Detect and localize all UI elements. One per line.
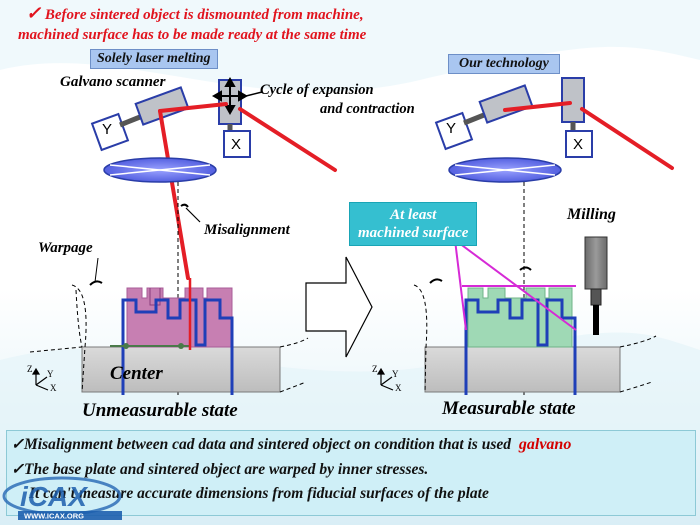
machined-surface-callout: At least machined surface <box>349 202 478 246</box>
right-sintered-part <box>462 285 577 395</box>
transition-arrow <box>305 256 373 358</box>
logo-text: iCAX <box>20 481 89 512</box>
right-lens <box>448 157 562 183</box>
right-x-motor <box>565 130 593 158</box>
right-scanner-assembly <box>434 77 593 158</box>
right-state-label: Measurable state <box>442 398 576 419</box>
left-panel-title: Solely laser melting <box>90 49 218 69</box>
left-scanner-assembly <box>90 76 263 158</box>
right-panel-title: Our technology <box>448 54 560 74</box>
right-axes-icon <box>376 367 394 391</box>
logo-url: WWW.ICAX.ORG <box>24 512 84 521</box>
right-y-motor <box>434 111 474 151</box>
right-y-label: Y <box>446 120 457 137</box>
left-y-motor <box>90 112 130 152</box>
milling-label: Milling <box>567 206 616 223</box>
left-laser-beam <box>158 102 337 280</box>
machined-surface-pointers <box>454 239 577 331</box>
right-axis-z: Z <box>372 364 378 374</box>
left-axis-z: Z <box>27 364 33 374</box>
center-label: Center <box>110 363 163 384</box>
summary-panel: ✓Misalignment between cad data and sinte… <box>6 430 696 516</box>
header-line-1: ✓ Before sintered object is dismounted f… <box>26 3 364 23</box>
left-sintered-part <box>110 278 234 395</box>
left-state-label: Unmeasurable state <box>82 400 238 421</box>
cycle-label-line-2: and contraction <box>320 101 415 117</box>
left-axes-icon <box>31 367 49 391</box>
check-icon: ✓ <box>26 3 42 23</box>
icax-logo: iCAX WWW.ICAX.ORG <box>2 476 122 521</box>
summary-line-3: It can't measure accurate dimensions fro… <box>29 485 489 502</box>
left-axis-x: X <box>50 383 57 393</box>
right-x-label: X <box>573 136 584 153</box>
right-base-plate <box>413 284 657 393</box>
header-line-2: machined surface has to be made ready at… <box>18 27 367 43</box>
machined-callout-line-2: machined surface <box>358 225 469 241</box>
galvano-emphasis: galvano <box>518 436 572 453</box>
machined-callout-line-1: At least <box>390 207 437 223</box>
summary-check-icon-1: ✓ <box>11 436 24 453</box>
right-laser-beam <box>503 101 674 170</box>
left-x-motor <box>223 130 251 158</box>
left-axis-y: Y <box>47 369 54 379</box>
right-axis-x: X <box>395 383 402 393</box>
misalignment-label: Misalignment <box>204 222 290 238</box>
summary-line-2: ✓The base plate and sintered object are … <box>11 461 429 478</box>
left-mirror-1 <box>134 86 190 126</box>
right-mirror-1 <box>478 84 534 124</box>
warpage-label: Warpage <box>38 240 93 256</box>
summary-check-icon-2: ✓ <box>11 461 24 478</box>
left-x-label: X <box>231 136 242 153</box>
summary-line-1: ✓Misalignment between cad data and sinte… <box>11 436 572 453</box>
cycle-label-line-1: Cycle of expansion <box>260 82 374 98</box>
left-lens <box>103 157 217 183</box>
milling-tool <box>584 236 608 335</box>
right-axis-y: Y <box>392 369 399 379</box>
right-mirror-2 <box>561 77 585 123</box>
galvano-scanner-label: Galvano scanner <box>60 74 166 90</box>
left-y-label: Y <box>102 121 113 138</box>
